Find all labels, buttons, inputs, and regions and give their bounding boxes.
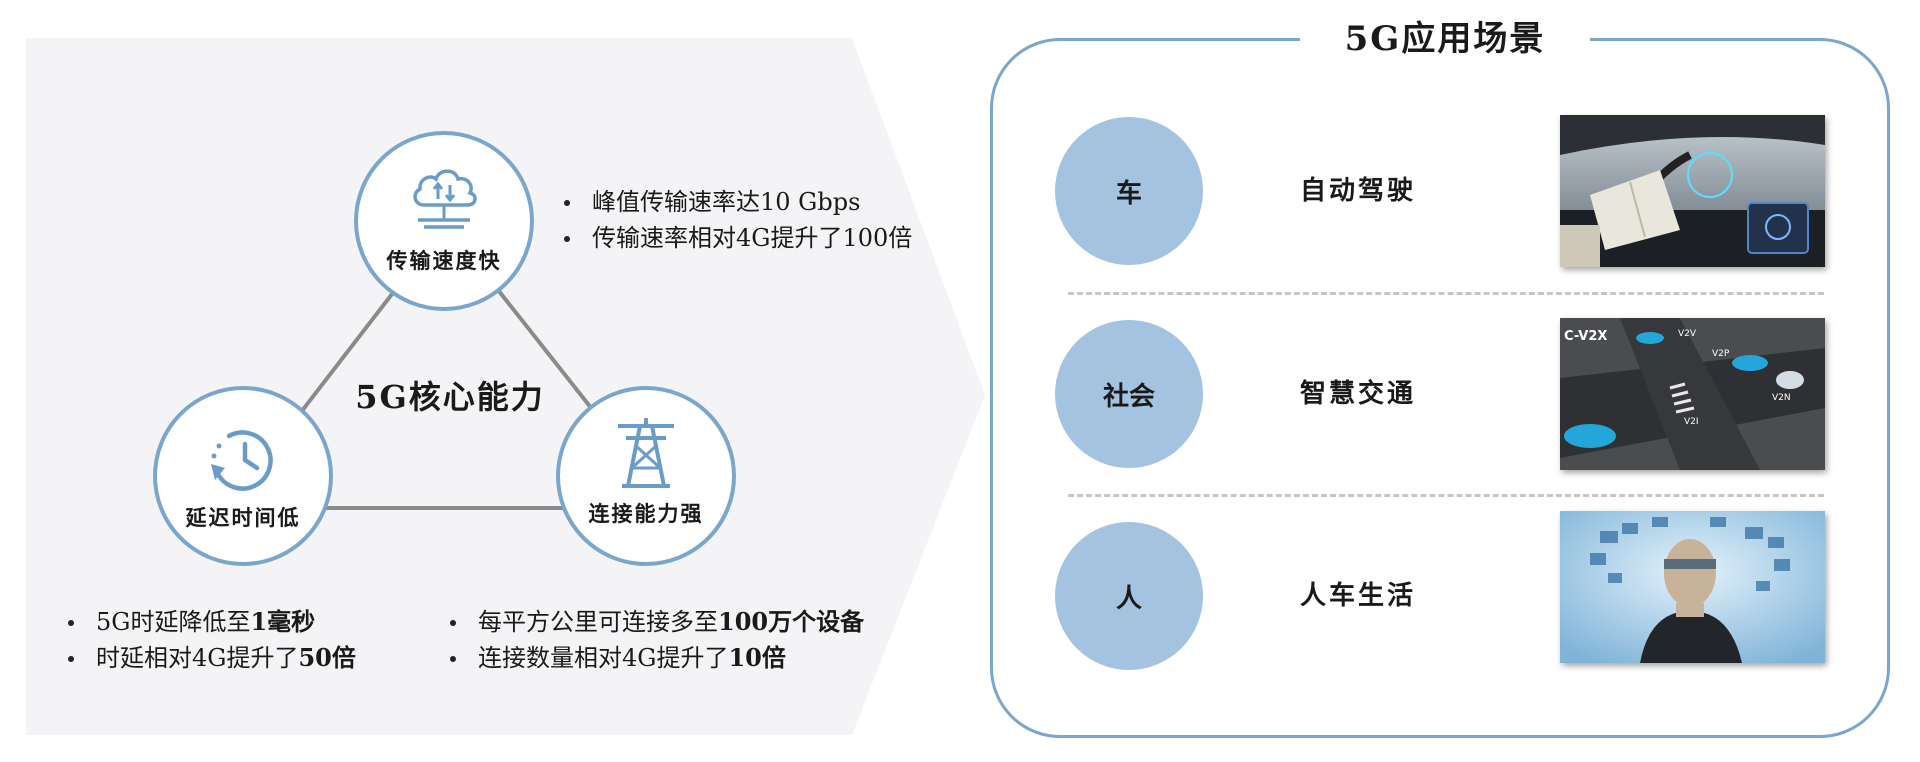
clock-refresh-icon xyxy=(211,430,273,491)
cloud-transfer-icon xyxy=(413,169,477,229)
row-label-human-vehicle-life: 人车生活 xyxy=(1300,581,1417,611)
connect-bullet-2: 连接数量相对4G提升了10倍 xyxy=(446,640,864,676)
core-title: 5G核心能力 xyxy=(355,378,545,416)
speed-bullets: 峰值传输速率达10 Gbps 传输速率相对4G提升了100倍 xyxy=(560,184,912,256)
speed-node: 传输速度快 xyxy=(354,131,534,311)
latency-bullet-1: 5G时延降低至1毫秒 xyxy=(64,604,356,640)
latency-bullet-2: 时延相对4G提升了50倍 xyxy=(64,640,356,676)
row-circle-society: 社会 xyxy=(1055,320,1203,468)
v2p-label: V2P xyxy=(1712,349,1730,359)
v2v-label: V2V xyxy=(1678,329,1697,339)
c-v2x-label: C-V2X xyxy=(1564,329,1607,344)
signal-tower-icon xyxy=(618,418,674,488)
speed-label: 传输速度快 xyxy=(386,248,502,273)
row-circle-vehicle: 车 xyxy=(1055,117,1203,265)
human-vehicle-life-photo xyxy=(1560,511,1825,663)
connect-bullets: 每平方公里可连接多至100万个设备 连接数量相对4G提升了10倍 xyxy=(446,604,864,676)
row-label-autonomous-driving: 自动驾驶 xyxy=(1300,176,1417,206)
speed-bullet-2: 传输速率相对4G提升了100倍 xyxy=(560,220,912,256)
smart-traffic-photo: C-V2X V2V V2P V2N V2I xyxy=(1560,318,1825,470)
v2n-label: V2N xyxy=(1772,393,1791,403)
autonomous-driving-photo xyxy=(1560,115,1825,267)
connect-label: 连接能力强 xyxy=(588,501,704,526)
latency-label: 延迟时间低 xyxy=(185,505,301,530)
row-label-smart-traffic: 智慧交通 xyxy=(1300,379,1417,409)
connect-bullet-1: 每平方公里可连接多至100万个设备 xyxy=(446,604,864,640)
latency-node: 延迟时间低 xyxy=(153,386,333,566)
speed-bullet-1: 峰值传输速率达10 Gbps xyxy=(560,184,912,220)
v2i-label: V2I xyxy=(1684,417,1699,427)
row-circle-people: 人 xyxy=(1055,522,1203,670)
application-scenarios-title: 5G应用场景 xyxy=(1300,14,1590,64)
connect-node: 连接能力强 xyxy=(556,386,736,566)
row-divider-2 xyxy=(1068,494,1824,497)
latency-bullets: 5G时延降低至1毫秒 时延相对4G提升了50倍 xyxy=(64,604,356,676)
row-divider-1 xyxy=(1068,292,1824,295)
